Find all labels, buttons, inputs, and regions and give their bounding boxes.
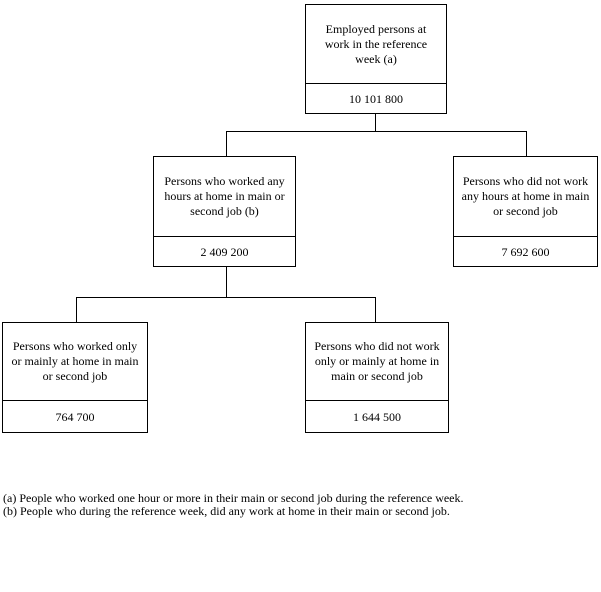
node-value: 2 409 200 bbox=[154, 236, 295, 266]
node-value: 764 700 bbox=[3, 400, 147, 432]
node-label: Persons who worked only or mainly at hom… bbox=[11, 339, 139, 383]
node-label: Persons who did not work only or mainly … bbox=[314, 339, 440, 383]
connector-level2-stem bbox=[226, 267, 227, 297]
connector-level3-left-drop bbox=[76, 297, 77, 322]
node-value: 1 644 500 bbox=[306, 400, 448, 432]
connector-level2-crossbar bbox=[226, 131, 527, 132]
connector-level2-left-drop bbox=[226, 131, 227, 156]
node-employed-persons: Employed persons at work in the referenc… bbox=[305, 4, 447, 114]
node-did-not-work-hours-at-home: Persons who did not work any hours at ho… bbox=[453, 156, 598, 267]
footnote-b: (b) People who during the reference week… bbox=[3, 504, 450, 518]
connector-level3-right-drop bbox=[375, 297, 376, 322]
node-label: Persons who worked any hours at home in … bbox=[164, 174, 285, 218]
footnotes: (a) People who worked one hour or more i… bbox=[3, 492, 464, 518]
node-worked-any-hours-at-home: Persons who worked any hours at home in … bbox=[153, 156, 296, 267]
node-value: 7 692 600 bbox=[454, 236, 597, 266]
connector-level2-right-drop bbox=[526, 131, 527, 156]
node-label: Employed persons at work in the referenc… bbox=[324, 21, 428, 66]
node-value: 10 101 800 bbox=[306, 83, 446, 113]
node-worked-only-mainly-at-home: Persons who worked only or mainly at hom… bbox=[2, 322, 148, 433]
node-did-not-work-only-mainly-at-home: Persons who did not work only or mainly … bbox=[305, 322, 449, 433]
connector-root-stem bbox=[375, 114, 376, 131]
footnote-a: (a) People who worked one hour or more i… bbox=[3, 491, 464, 505]
node-label: Persons who did not work any hours at ho… bbox=[461, 174, 590, 218]
connector-level3-crossbar bbox=[76, 297, 376, 298]
